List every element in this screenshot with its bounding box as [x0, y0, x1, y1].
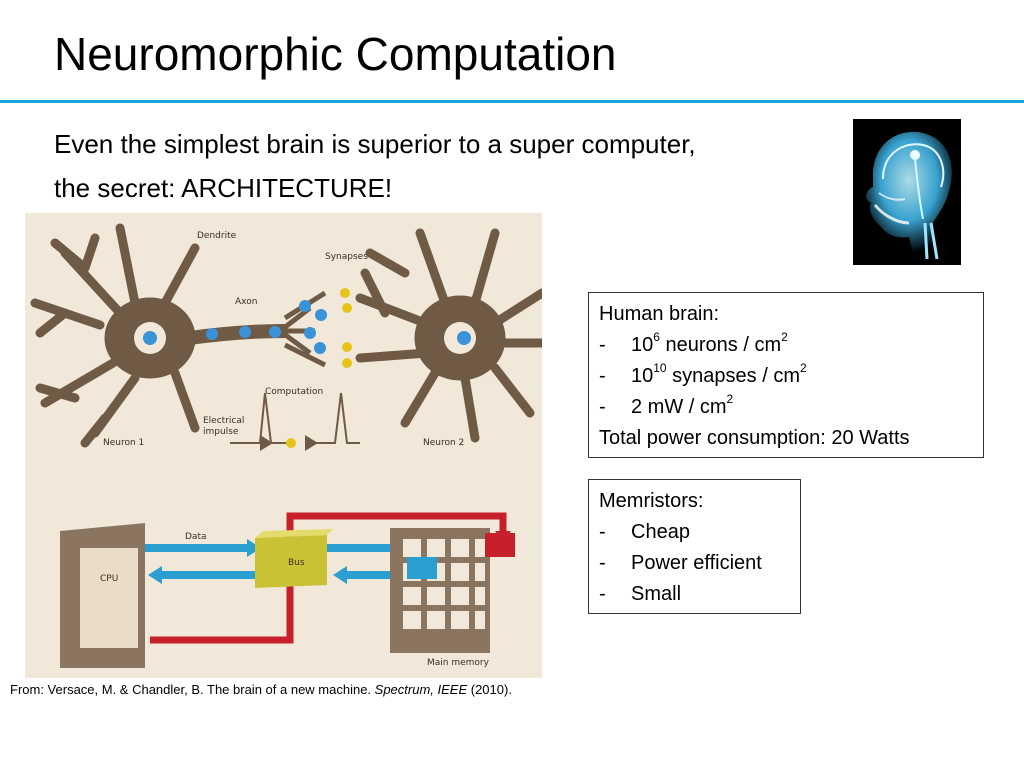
page-title: Neuromorphic Computation — [54, 28, 617, 80]
neuron-1-graphic — [30, 223, 327, 448]
label-computation: Computation — [265, 387, 323, 397]
total-power-line: Total power consumption: 20 Watts — [599, 427, 910, 449]
memristor-item-small: -Small — [599, 583, 682, 605]
label-electrical: Electrical — [203, 416, 244, 426]
memristors-heading: Memristors: — [599, 490, 704, 512]
label-impulse: impulse — [203, 427, 239, 437]
label-bus: Bus — [288, 558, 305, 568]
memristor-item-power: -Power efficient — [599, 552, 762, 574]
memristors-box: Memristors: -Cheap -Power efficient -Sma… — [588, 479, 801, 614]
label-synapses: Synapses — [325, 252, 368, 262]
synapse-density-item: -1010 synapses / cm2 — [599, 361, 807, 387]
intro-line-2: the secret: ARCHITECTURE! — [54, 173, 393, 203]
label-axon: Axon — [235, 297, 257, 307]
label-dendrite: Dendrite — [197, 231, 237, 241]
neuron-computer-figure: Dendrite Synapses Axon Computation Elect… — [25, 213, 542, 678]
title-divider — [0, 100, 1024, 103]
power-density-item: -2 mW / cm2 — [599, 392, 734, 418]
label-data: Data — [185, 532, 207, 542]
neuron-density-item: -106 neurons / cm2 — [599, 330, 788, 356]
bus-graphic — [255, 529, 333, 588]
label-cpu: CPU — [100, 574, 118, 584]
main-memory-graphic — [390, 528, 515, 653]
label-main-memory: Main memory — [427, 658, 490, 668]
xray-head-image — [853, 119, 961, 265]
source-caption: From: Versace, M. & Chandler, B. The bra… — [10, 682, 512, 697]
intro-line-1: Even the simplest brain is superior to a… — [54, 129, 696, 159]
label-neuron-2: Neuron 2 — [423, 438, 464, 448]
intro-text: Even the simplest brain is superior to a… — [54, 122, 696, 210]
memristor-item-cheap: -Cheap — [599, 521, 690, 543]
label-neuron-1: Neuron 1 — [103, 438, 144, 448]
human-brain-heading: Human brain: — [599, 303, 720, 325]
cpu-graphic — [60, 523, 145, 668]
human-brain-box: Human brain: -106 neurons / cm2 -1010 sy… — [588, 292, 984, 458]
